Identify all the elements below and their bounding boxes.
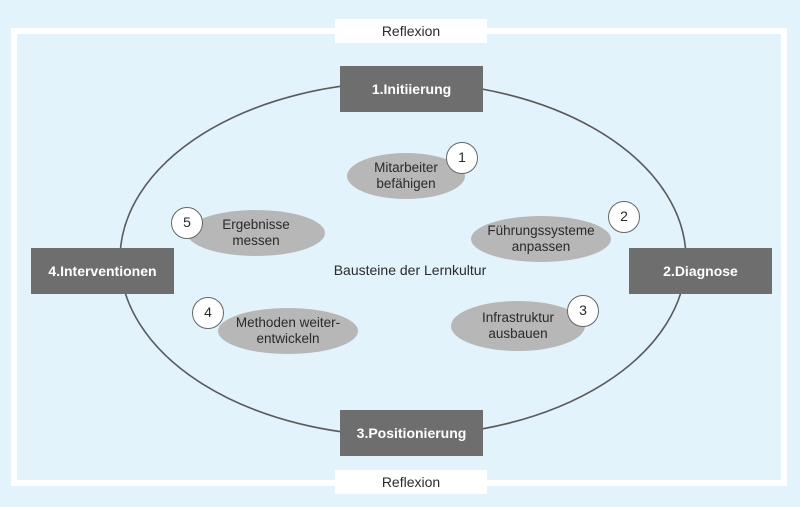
block-1-line-1: Mitarbeiter — [374, 160, 438, 175]
block-1-number: 1 — [446, 142, 478, 174]
phase-positionierung: 3.Positionierung — [340, 410, 483, 456]
block-3-line-2: ausbauen — [488, 326, 548, 341]
block-4-line-1: Methoden weiter- — [235, 315, 341, 330]
block-4-number: 4 — [192, 297, 224, 329]
block-3-number: 3 — [567, 295, 599, 327]
block-2-number: 2 — [608, 201, 640, 233]
block-4-line-2: entwickeln — [256, 331, 320, 346]
block-2-line-2: anpassen — [511, 239, 571, 254]
cycle-ellipse — [119, 81, 687, 437]
block-methoden-weiterentwickeln: Methoden weiter-entwickeln — [218, 308, 358, 354]
block-5-number: 5 — [171, 207, 203, 239]
block-5-line-1: Ergebnisse — [222, 217, 290, 232]
reflexion-label-top: Reflexion — [335, 19, 487, 43]
reflexion-label-bottom: Reflexion — [335, 470, 487, 494]
block-3-line-1: Infrastruktur — [481, 310, 555, 325]
center-label: Bausteine der Lernkultur — [333, 262, 487, 278]
block-1-line-2: befähigen — [376, 176, 436, 191]
block-2-line-1: Führungssysteme — [487, 223, 595, 238]
phase-diagnose: 2.Diagnose — [629, 248, 772, 294]
phase-initiierung: 1.Initiierung — [340, 66, 483, 112]
phase-interventionen: 4.Interventionen — [31, 248, 174, 294]
block-5-line-2: messen — [232, 233, 280, 248]
